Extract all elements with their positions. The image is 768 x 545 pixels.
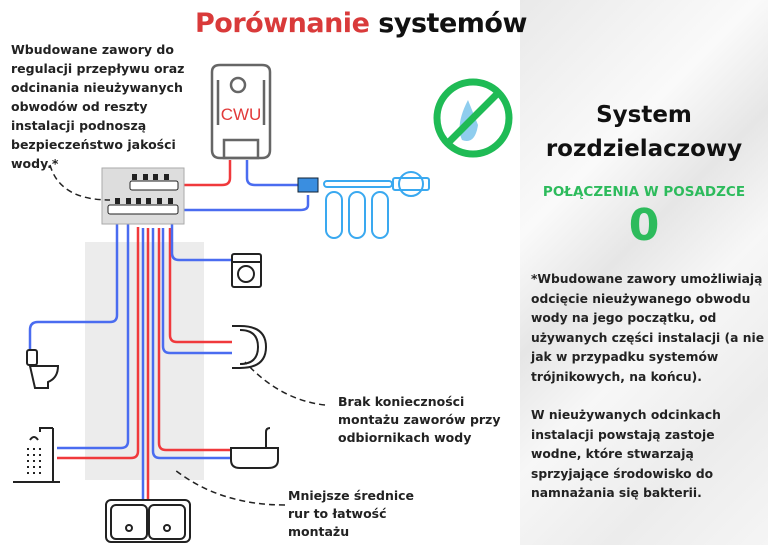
page-title: Porównanie systemów <box>195 8 527 39</box>
panel-paragraph-1: *Wbudowane zawory umożliwiają odcięcie n… <box>531 272 765 384</box>
washer-pipe <box>170 224 232 262</box>
bath-cold-pipe <box>151 228 232 460</box>
panel-paragraph-2: W nieużywanych odcinkach instalacji pows… <box>531 408 721 500</box>
connection-count: 0 <box>628 200 660 251</box>
kitchen-sink-icon <box>105 499 191 543</box>
cold-boiler-pipe <box>245 160 298 187</box>
annotation-no-valves: Brak konieczności montażu zaworów przy o… <box>338 394 501 445</box>
panel-text: *Wbudowane zawory umożliwiają odcięcie n… <box>531 270 767 504</box>
water-filter-icon <box>323 180 393 239</box>
basin-arrow-icon <box>244 361 326 406</box>
cold-supply-pipe <box>184 195 310 212</box>
shower-cold-pipe <box>57 224 130 450</box>
basin-hot-pipe <box>168 228 232 344</box>
plumbing-diagram: CWU <box>13 63 513 543</box>
washbasin-icon <box>232 325 268 369</box>
hot-supply-pipe <box>184 160 232 187</box>
manifold-arrow-icon <box>49 164 111 201</box>
washing-machine-icon <box>231 253 262 288</box>
tee-fitting-icon <box>297 177 319 193</box>
bathtub-icon <box>230 427 279 469</box>
boiler-icon <box>210 63 272 160</box>
boiler-label: CWU <box>221 105 262 124</box>
shower-icon <box>13 427 60 483</box>
wall-panel <box>85 242 204 480</box>
toilet-pipe <box>28 224 119 350</box>
basin-cold-pipe <box>161 228 232 355</box>
manifold <box>101 167 185 225</box>
annotation-small-pipes: Mniejsze średnice rur to łatwość montażu <box>288 488 415 539</box>
pipes-arrow-icon <box>174 469 286 506</box>
shower-hot-pipe <box>57 227 140 460</box>
info-panel: System rozdzielaczowy POŁĄCZENIA W POSAD… <box>520 0 768 545</box>
left-note: Wbudowane zawory do regulacji przepływu … <box>11 42 185 171</box>
panel-title: System rozdzielaczowy <box>545 102 743 162</box>
toilet-icon <box>26 349 60 389</box>
panel-subtitle: POŁĄCZENIA W POSADZCE <box>542 184 746 200</box>
bath-hot-pipe <box>157 228 232 452</box>
water-meter-icon <box>392 171 430 197</box>
no-water-icon <box>433 78 513 158</box>
